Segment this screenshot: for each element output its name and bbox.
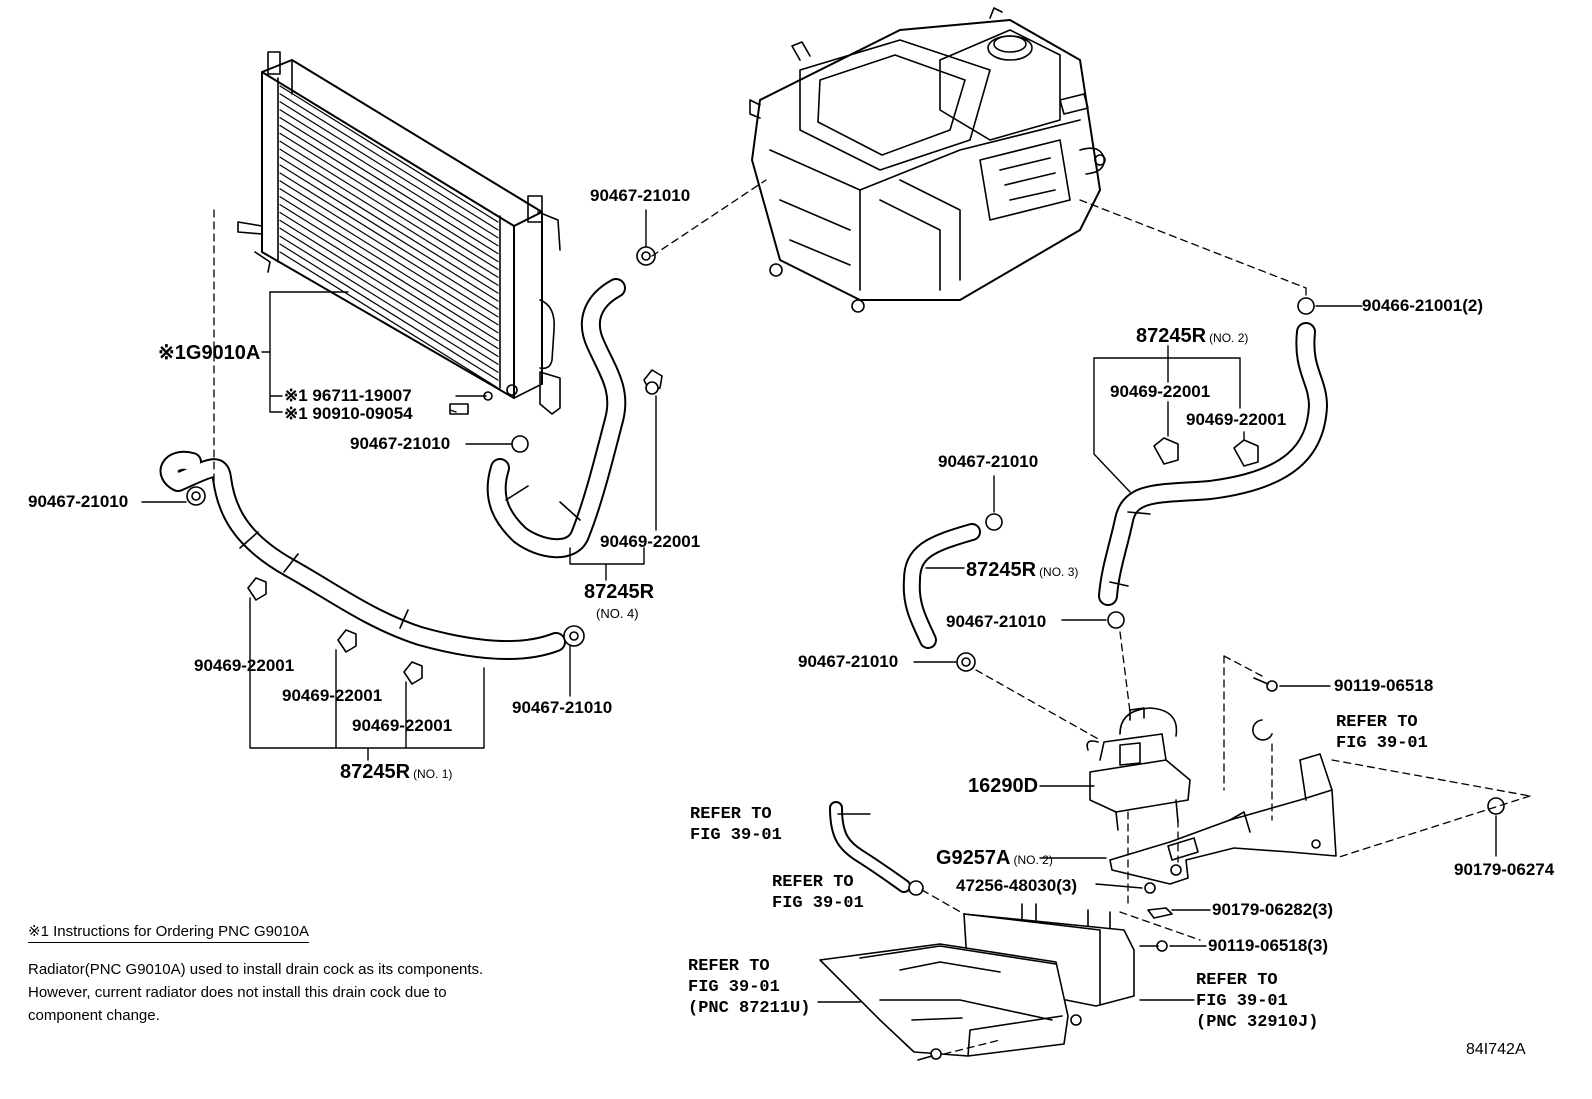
hose-no1 (159, 450, 566, 660)
hose-no4 (486, 278, 627, 559)
leader-lines (141, 209, 1497, 1003)
reference-fig-39-01-hose-top: REFER TO FIG 39-01 (690, 805, 782, 845)
hose-no2 (1098, 322, 1328, 606)
callout-hose-no4: 87245R (584, 580, 654, 604)
radiator-fin (279, 116, 499, 255)
radiator-fin (279, 109, 499, 247)
callout-clamp-c: 90469-22001 (352, 716, 453, 735)
hose2-part-number: 87245R (1136, 325, 1207, 347)
callout-hose-no3: 87245R(NO. 3) (966, 558, 1078, 584)
callout-clamp-a: 90469-22001 (194, 656, 295, 675)
callout-clip-pump-inlet: 90467-21010 (946, 612, 1047, 631)
radiator-fin (279, 251, 499, 389)
radiator-fin (279, 180, 499, 318)
hose-pump-return (829, 801, 911, 893)
callout-clip-inverter: 90466-21001(2) (1362, 296, 1483, 315)
radiator-fin (279, 172, 499, 310)
callout-bolt-top: 90119-06518 (1334, 676, 1434, 695)
callout-drain-plug: ※1 90910-09054 (284, 404, 413, 423)
radiator-fin (279, 243, 499, 381)
hose1-part-number: 87245R (340, 761, 411, 783)
callout-nut-right: 90179-06274 (1454, 860, 1555, 879)
radiator-fin (279, 164, 499, 302)
water-pump (1086, 707, 1191, 831)
reference-air-duct: REFER TO FIG 39-01 (PNC 87211U) (688, 957, 811, 1018)
hose2-suffix: (NO. 2) (1209, 331, 1249, 345)
radiator-fin (279, 156, 499, 294)
hose3-suffix: (NO. 3) (1039, 565, 1079, 579)
hose3-part-number: 87245R (966, 559, 1037, 581)
radiator (237, 51, 561, 415)
inverter-assembly (749, 7, 1106, 313)
callout-drain-cock: ※1 96711-19007 (284, 386, 412, 405)
hose4-part-number: 87245R (584, 581, 655, 603)
callout-clip-hose3-top: 90467-21010 (938, 452, 1039, 471)
radiator-fin (279, 140, 499, 278)
radiator-fin (279, 204, 499, 342)
callout-pump-bracket: G9257A(NO. 2) (936, 846, 1053, 872)
radiator-fin (279, 227, 499, 365)
note-line-2: However, current radiator does not insta… (28, 984, 447, 1001)
callout-nut-mid: 90179-06282(3) (1212, 900, 1333, 919)
alignment-lines (213, 179, 1531, 1055)
radiator-fin (279, 132, 499, 270)
diagram-id: 84I742A (1466, 1041, 1526, 1058)
callout-clip-hose1-end: 90467-21010 (512, 698, 613, 717)
callout-clamp-hose4: 90469-22001 (600, 532, 701, 551)
callout-clamp-b: 90469-22001 (282, 686, 383, 705)
callout-water-pump: 16290D (968, 775, 1039, 797)
radiator-fin (279, 101, 499, 239)
callout-g9010a-radiator: ※1G9010A (158, 342, 261, 364)
bracket-suffix: (NO. 2) (1013, 853, 1053, 867)
hose-no3 (902, 523, 981, 649)
radiator-fin (279, 211, 499, 350)
fasteners (186, 246, 1505, 1061)
radiator-fin (279, 235, 499, 373)
callout-clamp-hose2-b: 90469-22001 (1186, 410, 1287, 429)
reference-fig-39-01-a: REFER TO FIG 39-01 (1336, 713, 1428, 753)
callout-clip-top-mid: 90467-21010 (590, 186, 691, 205)
radiator-fin (279, 188, 499, 326)
air-duct (819, 943, 1082, 1057)
pump-bracket (1109, 753, 1337, 885)
callout-clip-radiator-lower: 90467-21010 (350, 434, 451, 453)
note-line-3: component change. (28, 1007, 160, 1024)
note-body: Radiator(PNC G9010A) used to install dra… (28, 958, 483, 1027)
reference-ecu: REFER TO FIG 39-01 (PNC 32910J) (1196, 971, 1319, 1032)
hose4-suffix: (NO. 4) (596, 606, 639, 621)
callout-clip-hose3-bottom: 90467-21010 (798, 652, 899, 671)
note-title: ※1 Instructions for Ordering PNC G9010A (28, 922, 310, 943)
radiator-fin (279, 219, 499, 357)
radiator-fin (279, 196, 499, 334)
callout-bolt-mid: 90119-06518(3) (1208, 936, 1329, 955)
hose1-suffix: (NO. 1) (413, 767, 453, 781)
note-line-1: Radiator(PNC G9010A) used to install dra… (28, 961, 484, 978)
reference-fig-39-01-hose-bottom: REFER TO FIG 39-01 (772, 873, 864, 913)
callout-clip-left-end: 90467-21010 (28, 492, 129, 511)
callout-hose-no2: 87245R(NO. 2) (1136, 324, 1248, 350)
bracket-part-number: G9257A (936, 847, 1011, 869)
callout-grommet: 47256-48030(3) (956, 876, 1077, 895)
radiator-fin (279, 85, 499, 223)
callout-clamp-hose2-a: 90469-22001 (1110, 382, 1211, 401)
radiator-fin (279, 93, 499, 231)
callout-hose-no1: 87245R(NO. 1) (340, 760, 452, 786)
radiator-fin (279, 124, 499, 263)
radiator-fin (279, 148, 499, 286)
